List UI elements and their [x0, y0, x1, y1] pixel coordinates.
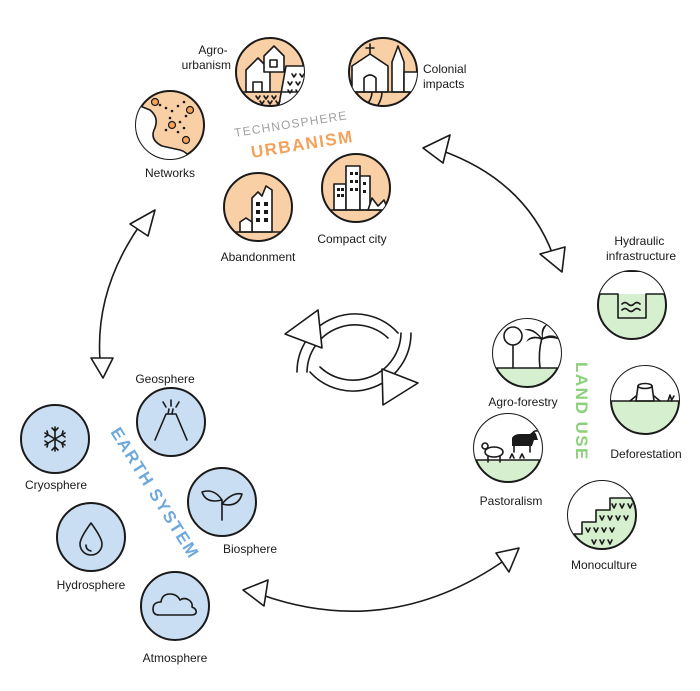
hydraulic-label-line2: infrastructure	[606, 249, 676, 263]
biosphere-node	[187, 467, 257, 537]
cryosphere-node	[20, 404, 90, 474]
earth-landuse-arrow	[242, 547, 520, 612]
colonial-impacts-label: Colonial impacts	[423, 62, 470, 91]
agro-urbanism-node	[235, 37, 305, 107]
compact-city-node	[321, 153, 391, 223]
deforestation-label: Deforestation	[610, 447, 681, 461]
pastoralism-node	[473, 413, 543, 483]
urbanism-landuse-arrow	[422, 134, 566, 273]
colonial-impacts-label-line2: impacts	[423, 77, 464, 91]
tree-palm-icon	[493, 319, 561, 369]
cycle-icon	[284, 309, 419, 406]
hydrosphere-label: Hydrosphere	[57, 578, 126, 592]
snowflake-icon	[44, 426, 66, 452]
atmosphere-node	[140, 571, 210, 641]
urbanism-earth-arrow	[90, 209, 156, 379]
tree-stump-icon	[611, 366, 679, 402]
colonial-impacts-node	[348, 37, 418, 107]
skyline-icon	[323, 165, 390, 211]
agro-urbanism-label-line2: urbanism	[182, 58, 231, 72]
agro-urbanism-label: Agro- urbanism	[182, 43, 231, 72]
deforestation-node	[610, 365, 680, 435]
abandonment-node	[223, 172, 293, 242]
agro-urbanism-label-line1: Agro-	[198, 43, 227, 57]
water-channel-icon	[598, 272, 666, 319]
terraced-crops-icon	[568, 481, 636, 545]
hydraulic-label-line1: Hydraulic	[614, 234, 664, 248]
cloud-icon	[152, 593, 197, 616]
biosphere-label: Biosphere	[223, 542, 277, 556]
sprout-icon	[201, 490, 243, 521]
ruined-building-icon	[225, 185, 292, 233]
pastoralism-label: Pastoralism	[480, 494, 543, 508]
agro-forestry-node	[492, 318, 562, 388]
compact-city-label: Compact city	[317, 232, 386, 246]
livestock-icon	[474, 414, 542, 463]
networks-node	[135, 90, 205, 160]
atmosphere-label: Atmosphere	[143, 651, 208, 665]
abandonment-label: Abandonment	[221, 250, 296, 264]
monoculture-node	[567, 480, 637, 550]
networks-label: Networks	[145, 166, 195, 180]
hydrosphere-node	[56, 502, 126, 572]
hydraulic-infrastructure-label: Hydraulic infrastructure	[606, 234, 676, 263]
geosphere-label: Geosphere	[135, 372, 195, 386]
volcano-icon	[154, 399, 188, 441]
cryosphere-label: Cryosphere	[25, 478, 87, 492]
land-use-title: LAND USE	[572, 362, 591, 461]
geosphere-node	[136, 387, 206, 457]
water-drop-icon	[79, 522, 103, 556]
colonial-impacts-label-line1: Colonial	[423, 62, 466, 76]
monoculture-label: Monoculture	[571, 558, 637, 572]
houses-field-icon	[236, 45, 304, 106]
hydraulic-infrastructure-node	[597, 270, 667, 340]
agro-forestry-label: Agro-forestry	[488, 395, 557, 409]
